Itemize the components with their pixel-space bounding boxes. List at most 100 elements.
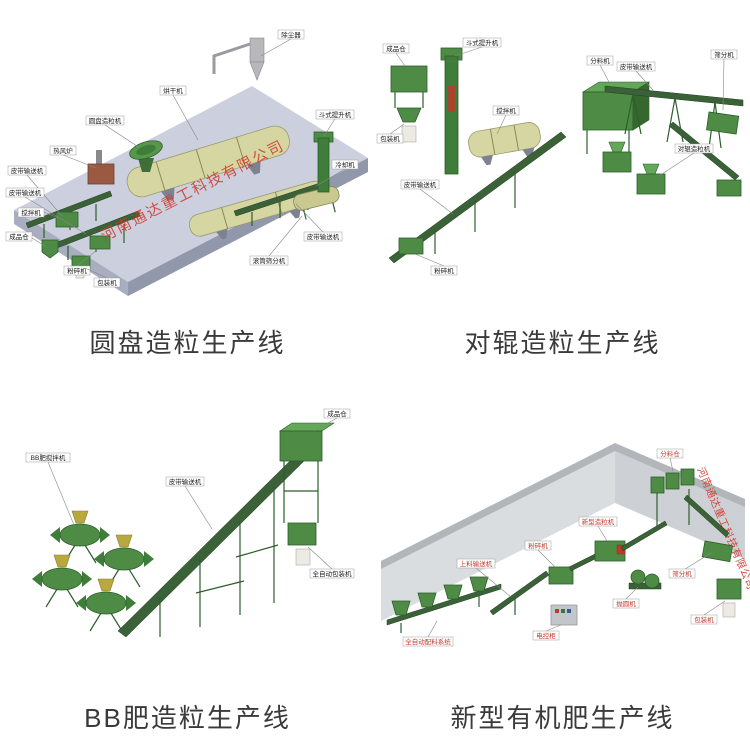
equipment-label: 斗式提升机 bbox=[315, 109, 355, 137]
bb-mixer-unit bbox=[94, 534, 154, 588]
hot-stove bbox=[87, 150, 115, 185]
svg-text:电控柜: 电控柜 bbox=[536, 631, 556, 640]
svg-text:皮带输送机: 皮带输送机 bbox=[404, 180, 437, 189]
svg-text:粉碎机: 粉碎机 bbox=[528, 541, 548, 550]
svg-text:热风炉: 热风炉 bbox=[53, 146, 73, 155]
svg-text:粉碎机: 粉碎机 bbox=[67, 266, 87, 275]
svg-text:筛分机: 筛分机 bbox=[714, 50, 734, 59]
svg-text:粉碎机: 粉碎机 bbox=[434, 266, 454, 275]
svg-text:抛圆机: 抛圆机 bbox=[616, 599, 636, 608]
equipment-label: 包装机 bbox=[690, 600, 726, 625]
equipment-label: 成品仓 bbox=[382, 43, 410, 67]
equipment-label: 新型造粒机 bbox=[578, 516, 618, 542]
control-cabinet bbox=[550, 604, 578, 626]
svg-text:皮带输送机: 皮带输送机 bbox=[9, 188, 42, 197]
svg-text:除尘器: 除尘器 bbox=[281, 30, 301, 39]
svg-text:皮带输送机: 皮带输送机 bbox=[307, 232, 340, 241]
svg-text:搅拌机: 搅拌机 bbox=[21, 208, 41, 217]
belt-conveyor bbox=[620, 520, 668, 552]
roller-granulator bbox=[636, 163, 666, 195]
equipment-label: 皮带输送机 bbox=[400, 179, 454, 215]
polisher-machine bbox=[628, 569, 662, 590]
svg-text:滚筒筛分机: 滚筒筛分机 bbox=[253, 256, 286, 265]
elevated-conveyor bbox=[604, 85, 744, 149]
equipment-label: 对辊造粒机 bbox=[658, 143, 714, 177]
svg-text:成品仓: 成品仓 bbox=[327, 409, 347, 418]
bb-line-illustration: BB肥搅拌机 皮带输送机 成品仓 全自动包装机 bbox=[25, 408, 355, 638]
equipment-label: 分料仓 bbox=[656, 448, 684, 472]
product-bb-line[interactable]: BB肥搅拌机 皮带输送机 成品仓 全自动包装机 BB肥造粒生产线 bbox=[0, 375, 375, 750]
svg-text:冷却机: 冷却机 bbox=[335, 160, 355, 169]
drum-screen bbox=[293, 186, 340, 220]
granulator-machine bbox=[594, 540, 626, 562]
equipment-label: 斗式提升机 bbox=[454, 37, 502, 57]
equipment-label: 筛分机 bbox=[668, 552, 712, 579]
svg-text:BB肥搅拌机: BB肥搅拌机 bbox=[31, 453, 66, 462]
svg-text:包装机: 包装机 bbox=[694, 615, 714, 624]
equipment-label: 除尘器 bbox=[260, 29, 305, 57]
organic-line-illustration: 河南通达重工科技有限公司 bbox=[381, 443, 750, 647]
crusher-machine bbox=[89, 235, 111, 250]
product-organic-line[interactable]: 河南通达重工科技有限公司 bbox=[375, 375, 750, 750]
product-roller-line[interactable]: 成品仓 包装机 斗式提升机 搅拌机 分料机 对辊造粒机 筛分机 bbox=[375, 0, 750, 375]
svg-text:皮带输送机: 皮带输送机 bbox=[169, 477, 202, 486]
screener bbox=[706, 111, 740, 135]
belt-conveyor bbox=[117, 454, 305, 638]
mixer-machine bbox=[55, 211, 79, 228]
bb-mixer-unit bbox=[50, 510, 110, 564]
equipment-label: 搅拌机 bbox=[492, 105, 520, 135]
crusher-machine bbox=[548, 566, 574, 585]
svg-text:烘干机: 烘干机 bbox=[163, 86, 183, 95]
svg-text:筛分机: 筛分机 bbox=[672, 569, 692, 578]
product-disc-line[interactable]: 河南通达重工科技有限公司 除尘器 烘干机 热风炉 皮带输送机 皮带输送机 皮带输… bbox=[0, 0, 375, 375]
belt-conveyor bbox=[388, 131, 567, 264]
equipment-label: 分料机 bbox=[586, 55, 614, 83]
equipment-label: 包装机 bbox=[376, 123, 405, 144]
caption-bb-line: BB肥造粒生产线 bbox=[84, 703, 291, 733]
equipment-label: 皮带输送机 bbox=[5, 187, 87, 235]
svg-text:全自动配料系统: 全自动配料系统 bbox=[405, 637, 451, 646]
equipment-label: 包装机 bbox=[84, 267, 121, 288]
equipment-label: BB肥搅拌机 bbox=[25, 452, 75, 526]
equipment-label: 上料输送机 bbox=[456, 558, 512, 598]
equipment-label: 皮带输送机 bbox=[295, 203, 343, 242]
belt-conveyor bbox=[683, 494, 730, 538]
roller-granulator bbox=[602, 141, 632, 173]
equipment-label: 筛分机 bbox=[710, 49, 738, 111]
svg-text:搅拌机: 搅拌机 bbox=[496, 106, 516, 115]
belt-conveyor bbox=[568, 552, 600, 572]
product-bin-silo bbox=[41, 239, 59, 259]
equipment-label: 粉碎机 bbox=[414, 253, 458, 276]
svg-text:全自动包装机: 全自动包装机 bbox=[313, 569, 353, 578]
disc-granulator bbox=[129, 140, 163, 172]
equipment-label: 皮带输送机 bbox=[165, 476, 213, 530]
svg-text:圆盘造粒机: 圆盘造粒机 bbox=[89, 116, 122, 125]
equipment-label: 烘干机 bbox=[159, 85, 199, 141]
equipment-label: 抛圆机 bbox=[612, 586, 640, 609]
batching-system bbox=[386, 576, 502, 633]
svg-text:皮带输送机: 皮带输送机 bbox=[11, 166, 44, 175]
svg-text:斗式提升机: 斗式提升机 bbox=[466, 38, 499, 47]
svg-text:斗式提升机: 斗式提升机 bbox=[319, 110, 352, 119]
bb-mixer-unit bbox=[76, 578, 136, 632]
caption-roller-line: 对辊造粒生产线 bbox=[464, 328, 661, 358]
splitter-bin-tower bbox=[650, 468, 695, 527]
disc-line-illustration: 河南通达重工科技有限公司 除尘器 烘干机 热风炉 皮带输送机 皮带输送机 皮带输… bbox=[5, 29, 368, 296]
equipment-label: 成品仓 bbox=[313, 408, 351, 432]
feeder-conveyor bbox=[489, 570, 550, 616]
equipment-label: 滚筒筛分机 bbox=[249, 215, 303, 266]
equipment-label: 冷却机 bbox=[315, 159, 359, 187]
equipment-label: 电控柜 bbox=[532, 624, 562, 641]
equipment-label: 成品仓 bbox=[5, 231, 46, 247]
crusher-machine bbox=[398, 237, 424, 255]
factory-wall bbox=[381, 443, 745, 621]
equipment-label: 皮带输送机 bbox=[616, 61, 656, 91]
caption-disc-line: 圆盘造粒生产线 bbox=[89, 328, 286, 358]
equipment-label: 圆盘造粒机 bbox=[85, 115, 141, 149]
screener bbox=[701, 540, 734, 563]
dryer-drum bbox=[126, 125, 290, 201]
equipment-label: 皮带输送机 bbox=[7, 165, 63, 217]
svg-text:分料仓: 分料仓 bbox=[660, 449, 680, 458]
equipment-label: 热风炉 bbox=[49, 145, 97, 169]
dust-collector bbox=[212, 37, 265, 81]
